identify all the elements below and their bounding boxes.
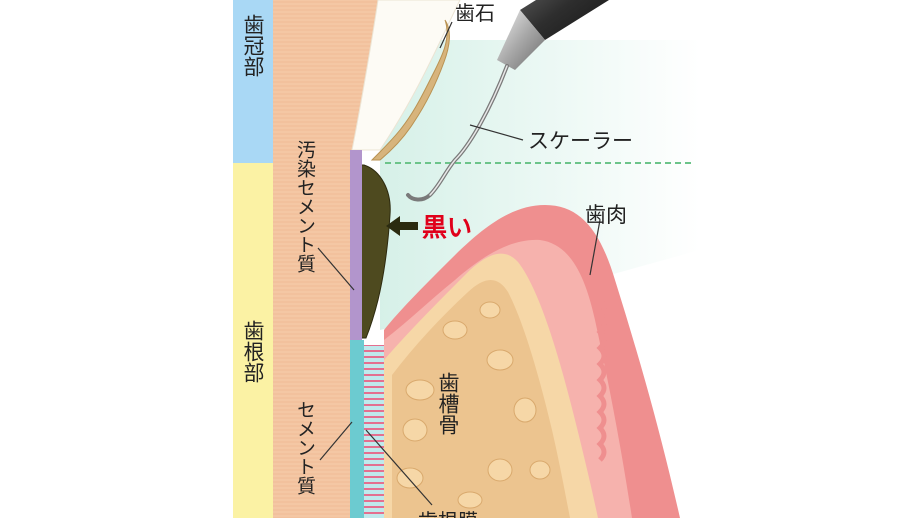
label-calculus: 歯石 [455,1,495,25]
label-ligament: 歯根膜 [418,509,478,518]
scaler-icon [406,0,609,202]
cementum-layer [350,340,364,518]
label-crown: 歯冠部 [241,14,265,77]
label-black: 黒い [422,213,472,242]
calculus-dark [359,164,391,339]
label-contaminated-cementum: 汚染セメント質 [294,140,316,273]
crown-band [233,0,273,163]
gum-ridges [596,298,607,462]
label-root: 歯根部 [241,320,265,383]
root-band [233,163,273,518]
label-alveolar-bone: 歯槽骨 [436,372,460,435]
contaminated-cementum-layer [350,150,362,340]
label-cementum: セメント質 [294,400,316,495]
enamel [351,0,461,151]
label-scaler: スケーラー [528,129,633,153]
label-gum: 歯肉 [585,203,627,227]
black-arrow-icon [386,216,418,236]
calculus-light [370,19,450,161]
bone-marrow [392,280,570,518]
leader-lines [317,21,601,506]
bone-cells [396,301,551,509]
ligament-stripes [364,345,384,518]
